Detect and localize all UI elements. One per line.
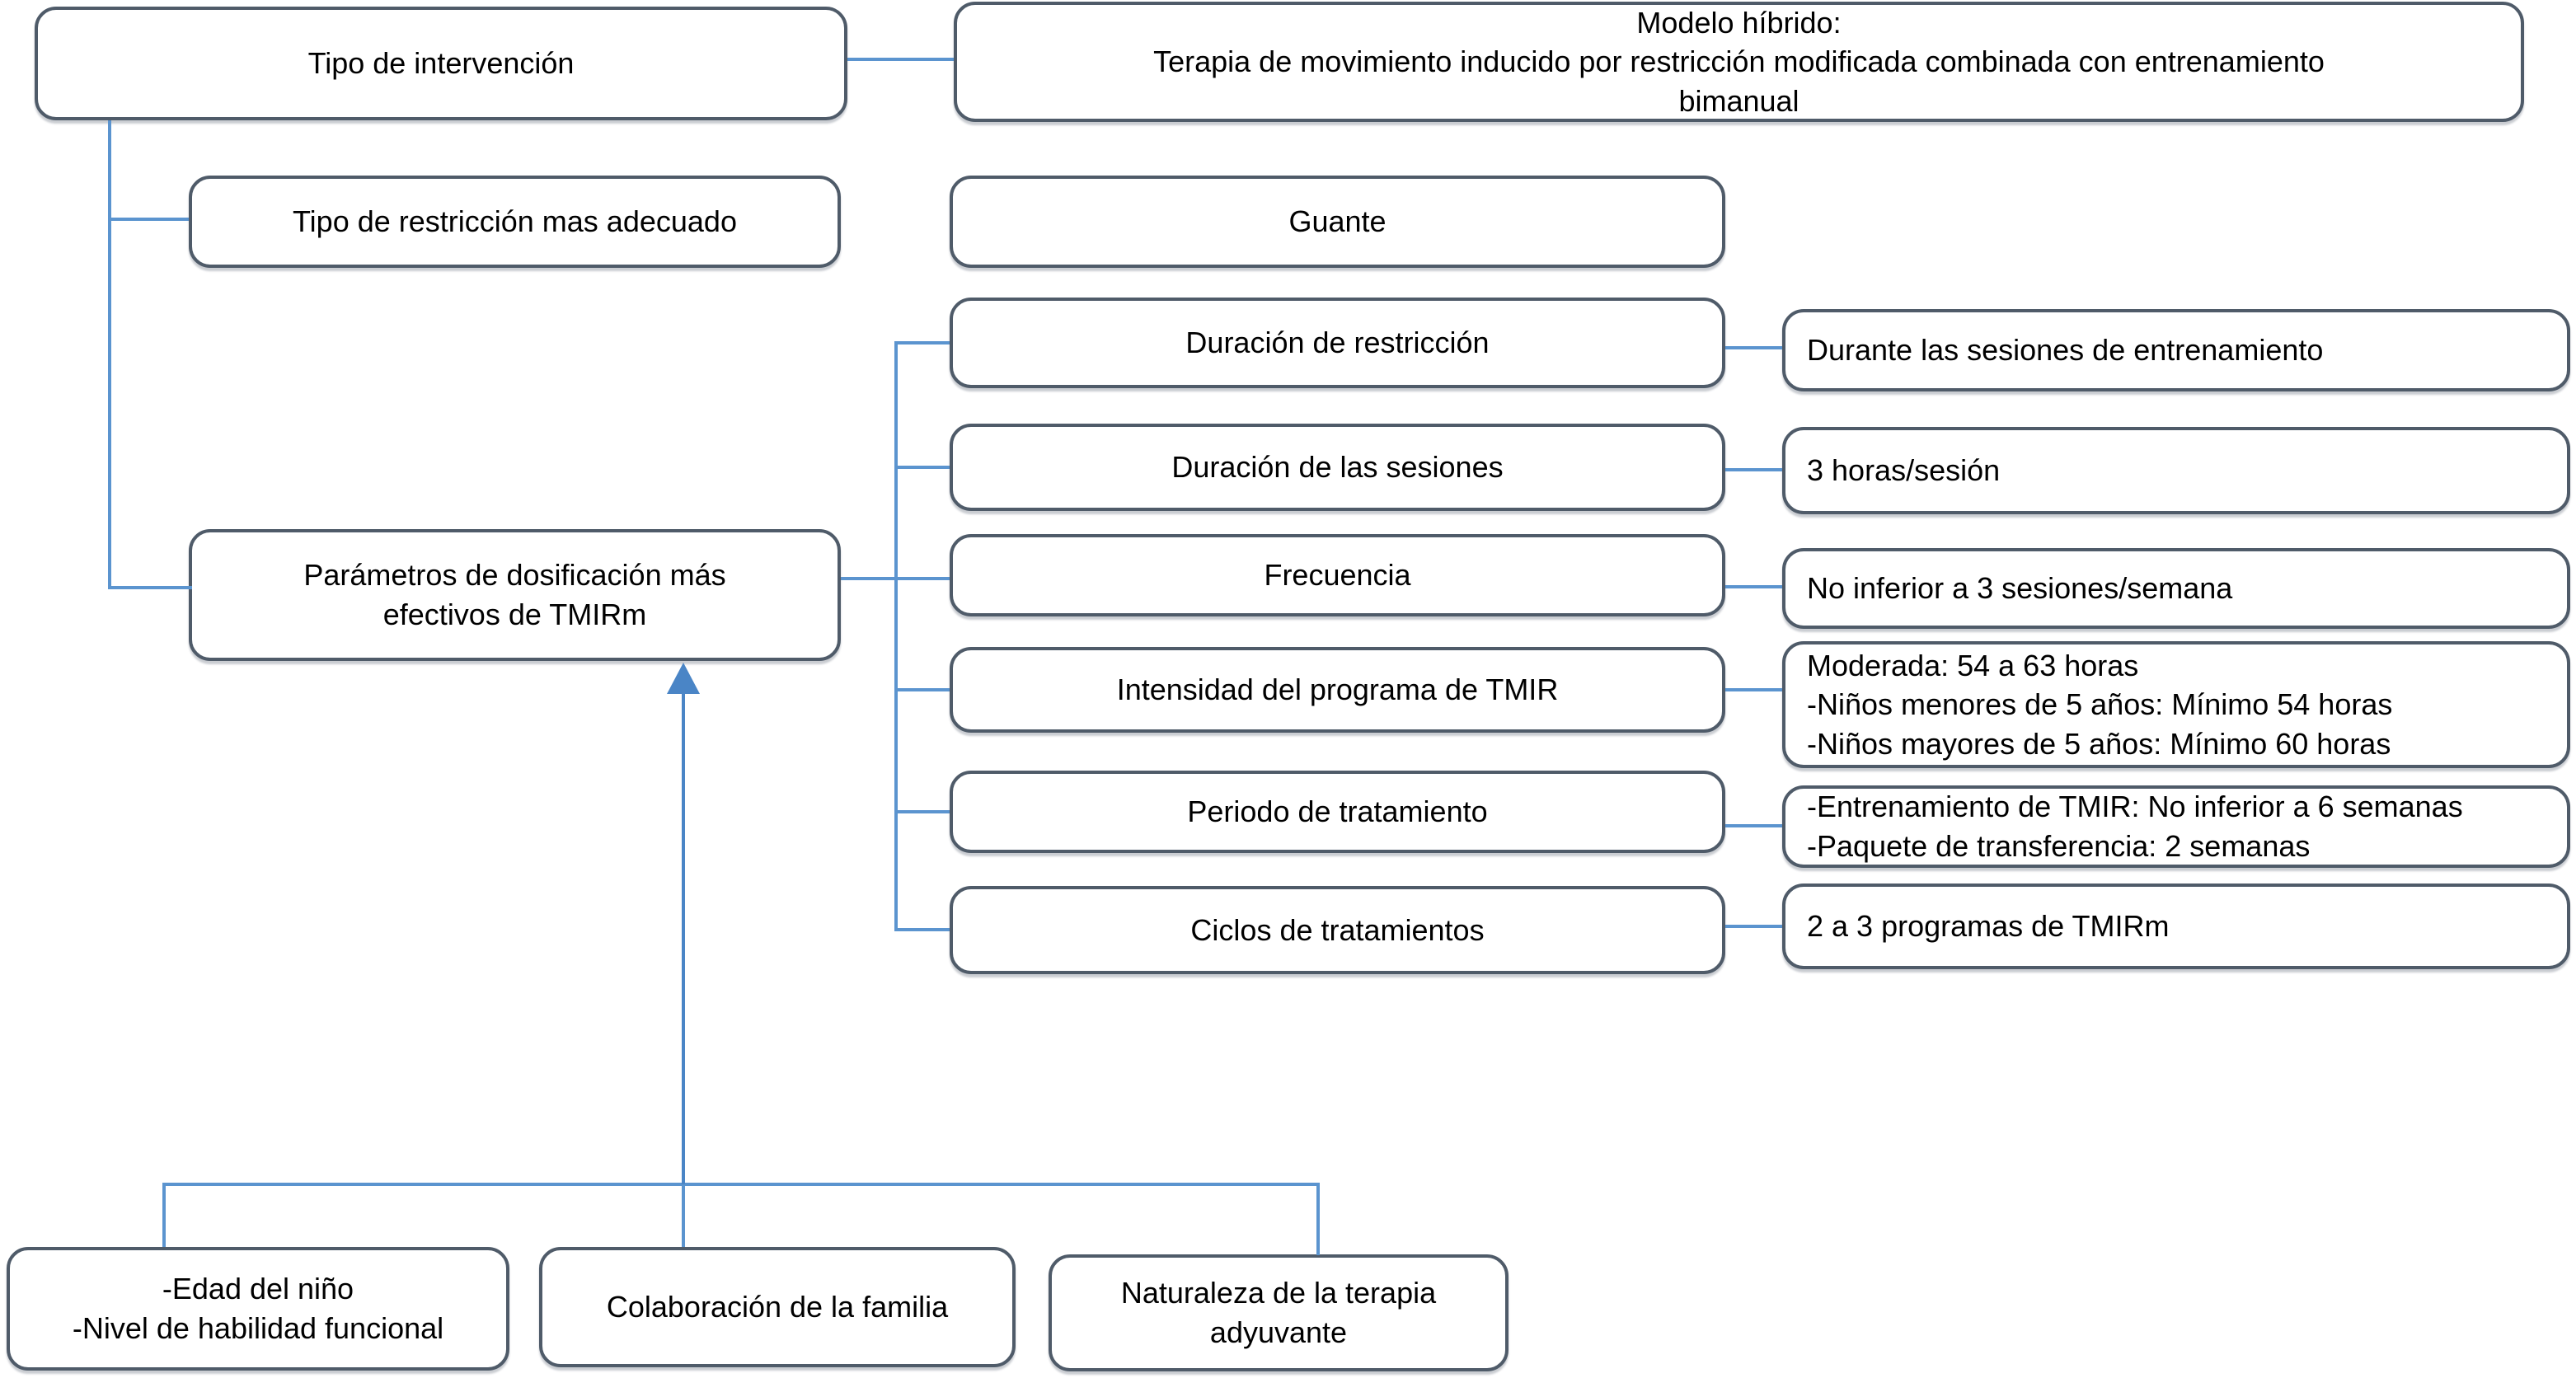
connector-intervention-to-hybrid — [847, 58, 954, 61]
node-hybrid-model: Modelo híbrido: Terapia de movimiento in… — [954, 2, 2524, 122]
connector-factors-collector — [164, 1183, 1320, 1186]
connector-spine-row5 — [896, 810, 950, 813]
connector-spine-row1 — [896, 341, 950, 344]
node-session-duration-label: Duración de las sesiones — [950, 424, 1725, 511]
connector-label-value-3 — [1725, 585, 1782, 588]
node-restriction-type: Tipo de restricción mas adecuado — [189, 176, 841, 268]
connector-drop-factor-2 — [682, 1183, 685, 1247]
connector-spine — [894, 341, 898, 931]
connector-trunk-to-params — [108, 586, 192, 589]
node-session-duration-value: 3 horas/sesión — [1782, 427, 2570, 514]
node-factor-adjuvant-therapy: Naturaleza de la terapia adyuvante — [1049, 1254, 1509, 1371]
node-restriction-value: Guante — [950, 176, 1725, 268]
connector-label-value-4 — [1725, 688, 1782, 691]
node-restriction-duration-label: Duración de restricción — [950, 298, 1725, 388]
connector-spine-row2 — [896, 466, 950, 469]
node-intensity-value: Moderada: 54 a 63 horas -Niños menores d… — [1782, 641, 2570, 768]
connector-drop-factor-3 — [1316, 1183, 1320, 1255]
node-factor-child-age: -Edad del niño -Nivel de habilidad funci… — [7, 1247, 509, 1371]
connector-label-value-2 — [1725, 468, 1782, 471]
connector-label-value-1 — [1725, 346, 1782, 349]
node-restriction-duration-value: Durante las sesiones de entrenamiento — [1782, 309, 2570, 391]
connector-label-value-6 — [1725, 925, 1782, 928]
connector-trunk-to-restriction — [108, 218, 189, 221]
connector-spine-row6 — [896, 928, 950, 931]
node-treatment-cycles-label: Ciclos de tratamientos — [950, 886, 1725, 974]
node-intensity-label: Intensidad del programa de TMIR — [950, 647, 1725, 733]
connector-label-value-5 — [1725, 824, 1782, 827]
node-frequency-label: Frecuencia — [950, 534, 1725, 616]
node-dosing-parameters: Parámetros de dosificación más efectivos… — [189, 529, 841, 661]
node-treatment-period-label: Periodo de tratamiento — [950, 771, 1725, 853]
connector-factors-to-params-shaft — [682, 692, 685, 1184]
node-factor-family-collaboration: Colaboración de la familia — [539, 1247, 1016, 1367]
arrow-up-icon — [667, 663, 700, 694]
connector-drop-factor-1 — [162, 1183, 166, 1247]
node-intervention-type: Tipo de intervención — [35, 7, 847, 120]
node-treatment-period-value: -Entrenamiento de TMIR: No inferior a 6 … — [1782, 785, 2570, 868]
connector-left-trunk — [108, 120, 111, 589]
node-treatment-cycles-value: 2 a 3 programas de TMIRm — [1782, 884, 2570, 969]
node-frequency-value: No inferior a 3 sesiones/semana — [1782, 548, 2570, 629]
connector-spine-row4 — [896, 688, 950, 691]
